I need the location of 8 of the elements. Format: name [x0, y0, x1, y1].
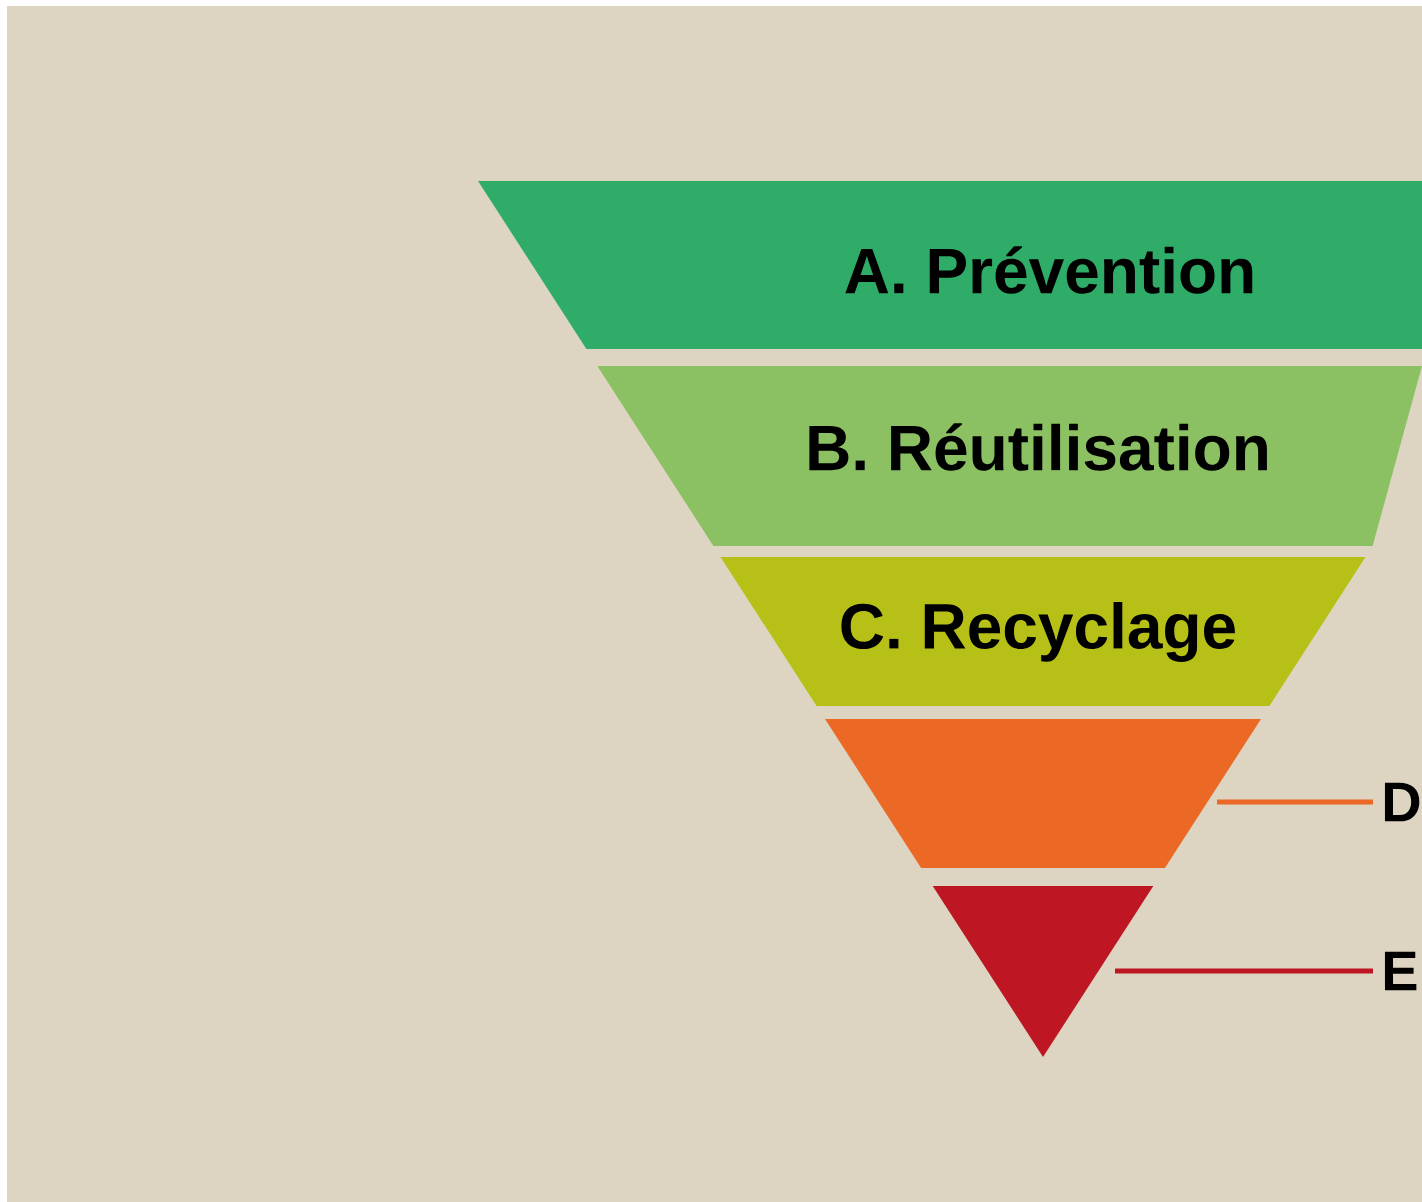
pyramid-band: A. Prévention — [478, 181, 1422, 349]
leader-line — [1115, 968, 1373, 974]
label-text: E — [1384, 951, 1417, 991]
pyramid-band: C. Recyclage — [720, 557, 1366, 706]
pyramid-tip — [932, 886, 1154, 1057]
label-text: D — [1384, 782, 1420, 822]
leader-line — [1217, 799, 1373, 805]
trapezoid-band — [825, 719, 1261, 868]
